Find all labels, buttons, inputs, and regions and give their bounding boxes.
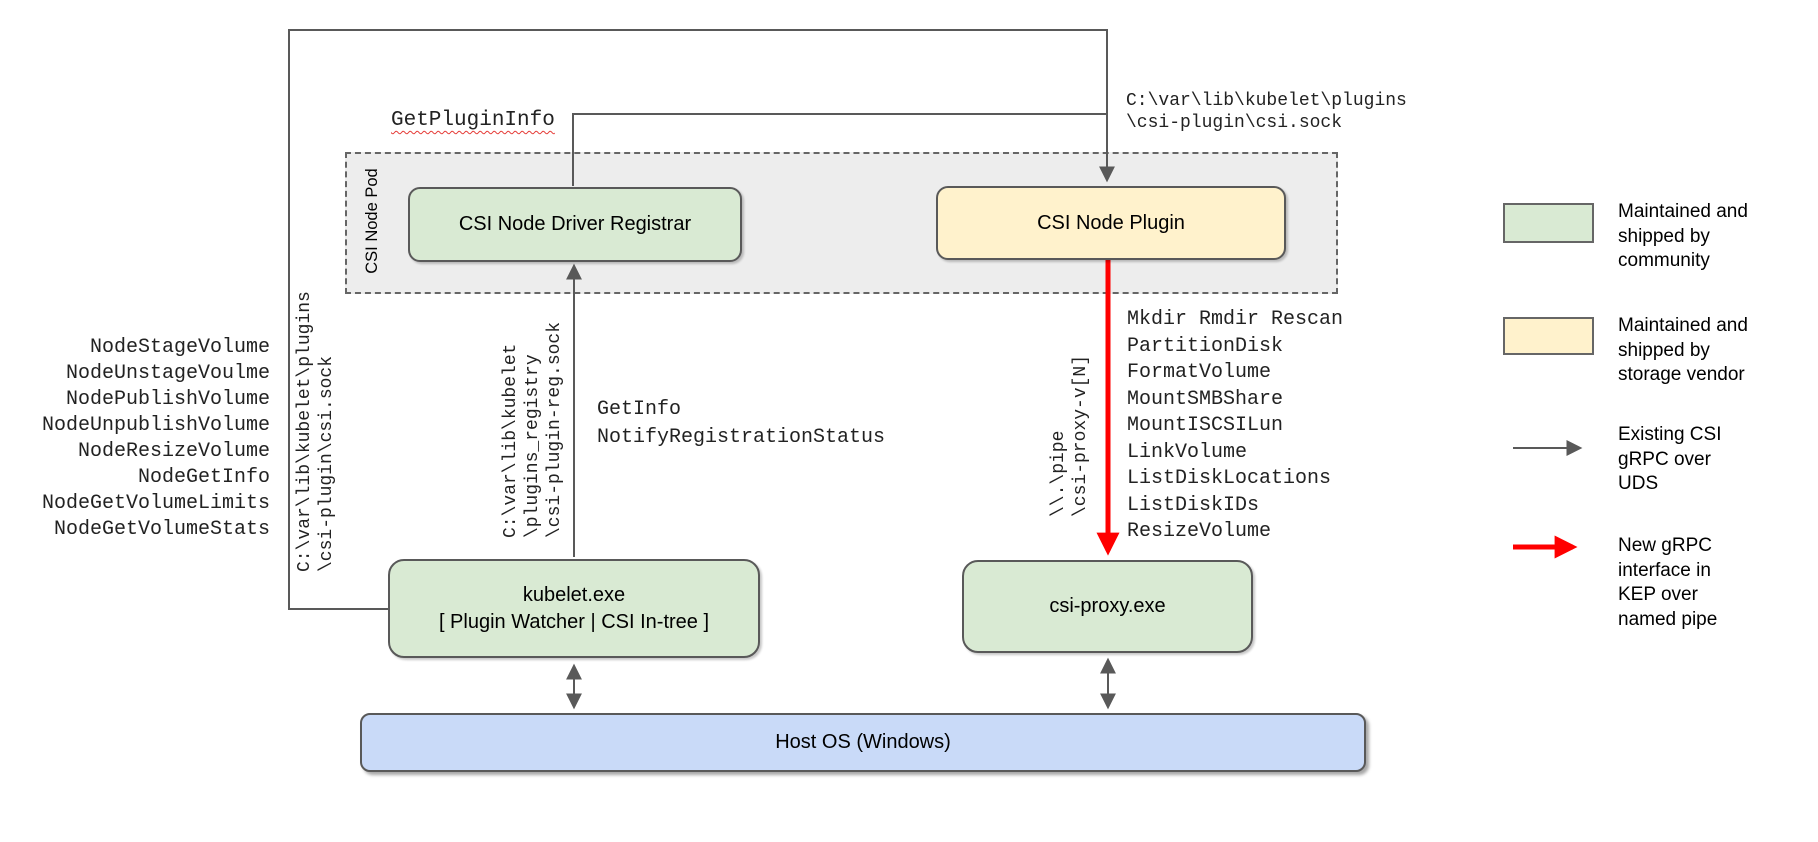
list-item: NodeGetVolumeLimits xyxy=(41,492,270,515)
host-os-label: Host OS (Windows) xyxy=(775,731,951,753)
host-os-box: Host OS (Windows) xyxy=(360,713,1366,772)
list-item: LinkVolume xyxy=(1127,440,1248,464)
list-item: Mkdir Rmdir Rescan xyxy=(1127,308,1344,331)
legend-vendor-swatch xyxy=(1503,317,1594,355)
list-item: NodeUnpublishVolume xyxy=(41,414,270,437)
csi-proxy-box: csi-proxy.exe xyxy=(962,560,1253,653)
list-item: NodePublishVolume xyxy=(65,388,270,411)
legend-community-text: Maintained and shipped by community xyxy=(1618,201,1748,271)
csi-proxy-label: csi-proxy.exe xyxy=(1049,595,1166,617)
csi-sock-path-label-vertical: C:\var\lib\kubelet\plugins \csi-plugin\c… xyxy=(295,291,337,572)
kubelet-label: kubelet.exe [ Plugin Watcher | CSI In-tr… xyxy=(439,582,709,636)
csi-node-pod-label: CSI Node Pod xyxy=(363,168,381,274)
list-item: NodeGetInfo xyxy=(137,466,270,489)
get-plugin-info-label: GetPluginInfo xyxy=(391,109,555,132)
list-item: ListDiskIDs xyxy=(1127,493,1260,517)
list-item: NodeStageVolume xyxy=(89,336,270,359)
list-item: FormatVolume xyxy=(1127,361,1272,384)
csi-node-plugin-label: CSI Node Plugin xyxy=(1037,211,1185,234)
legend-existing-grpc-text: Existing CSI gRPC over UDS xyxy=(1618,424,1722,494)
list-item: PartitionDisk xyxy=(1127,334,1284,358)
list-item: NodeGetVolumeStats xyxy=(53,518,270,541)
kubelet-label-line2: [ Plugin Watcher | CSI In-tree ] xyxy=(438,610,710,633)
csi-node-driver-registrar-box: CSI Node Driver Registrar xyxy=(408,187,742,262)
legend-vendor-text: Maintained and shipped by storage vendor xyxy=(1618,315,1748,385)
legend-new-grpc-text: New gRPC interface in KEP over named pip… xyxy=(1618,535,1718,630)
kubelet-box: kubelet.exe [ Plugin Watcher | CSI In-tr… xyxy=(388,559,760,658)
list-item: ResizeVolume xyxy=(1127,520,1272,543)
list-item: MountISCSILun xyxy=(1127,414,1284,437)
list-item: NodeResizeVolume xyxy=(77,440,270,463)
legend-community-swatch xyxy=(1503,203,1594,243)
registration-calls-label: GetInfo NotifyRegistrationStatus xyxy=(597,398,886,449)
named-pipe-path-label: \\.\pipe \csi-proxy-v[N] xyxy=(1049,354,1091,517)
kubelet-label-line1: kubelet.exe xyxy=(522,583,626,606)
csi-node-driver-registrar-label: CSI Node Driver Registrar xyxy=(458,213,692,235)
list-item: MountSMBShare xyxy=(1127,387,1284,411)
registration-sock-path-label: C:\var\lib\kubelet \plugins_registry \cs… xyxy=(501,321,565,538)
list-item: NodeUnstageVoulme xyxy=(65,362,270,385)
csi-sock-path-label-top: C:\var\lib\kubelet\plugins \csi-plugin\c… xyxy=(1126,91,1407,133)
csi-node-plugin-box: CSI Node Plugin xyxy=(936,186,1286,260)
list-item: ListDiskLocations xyxy=(1127,467,1332,490)
